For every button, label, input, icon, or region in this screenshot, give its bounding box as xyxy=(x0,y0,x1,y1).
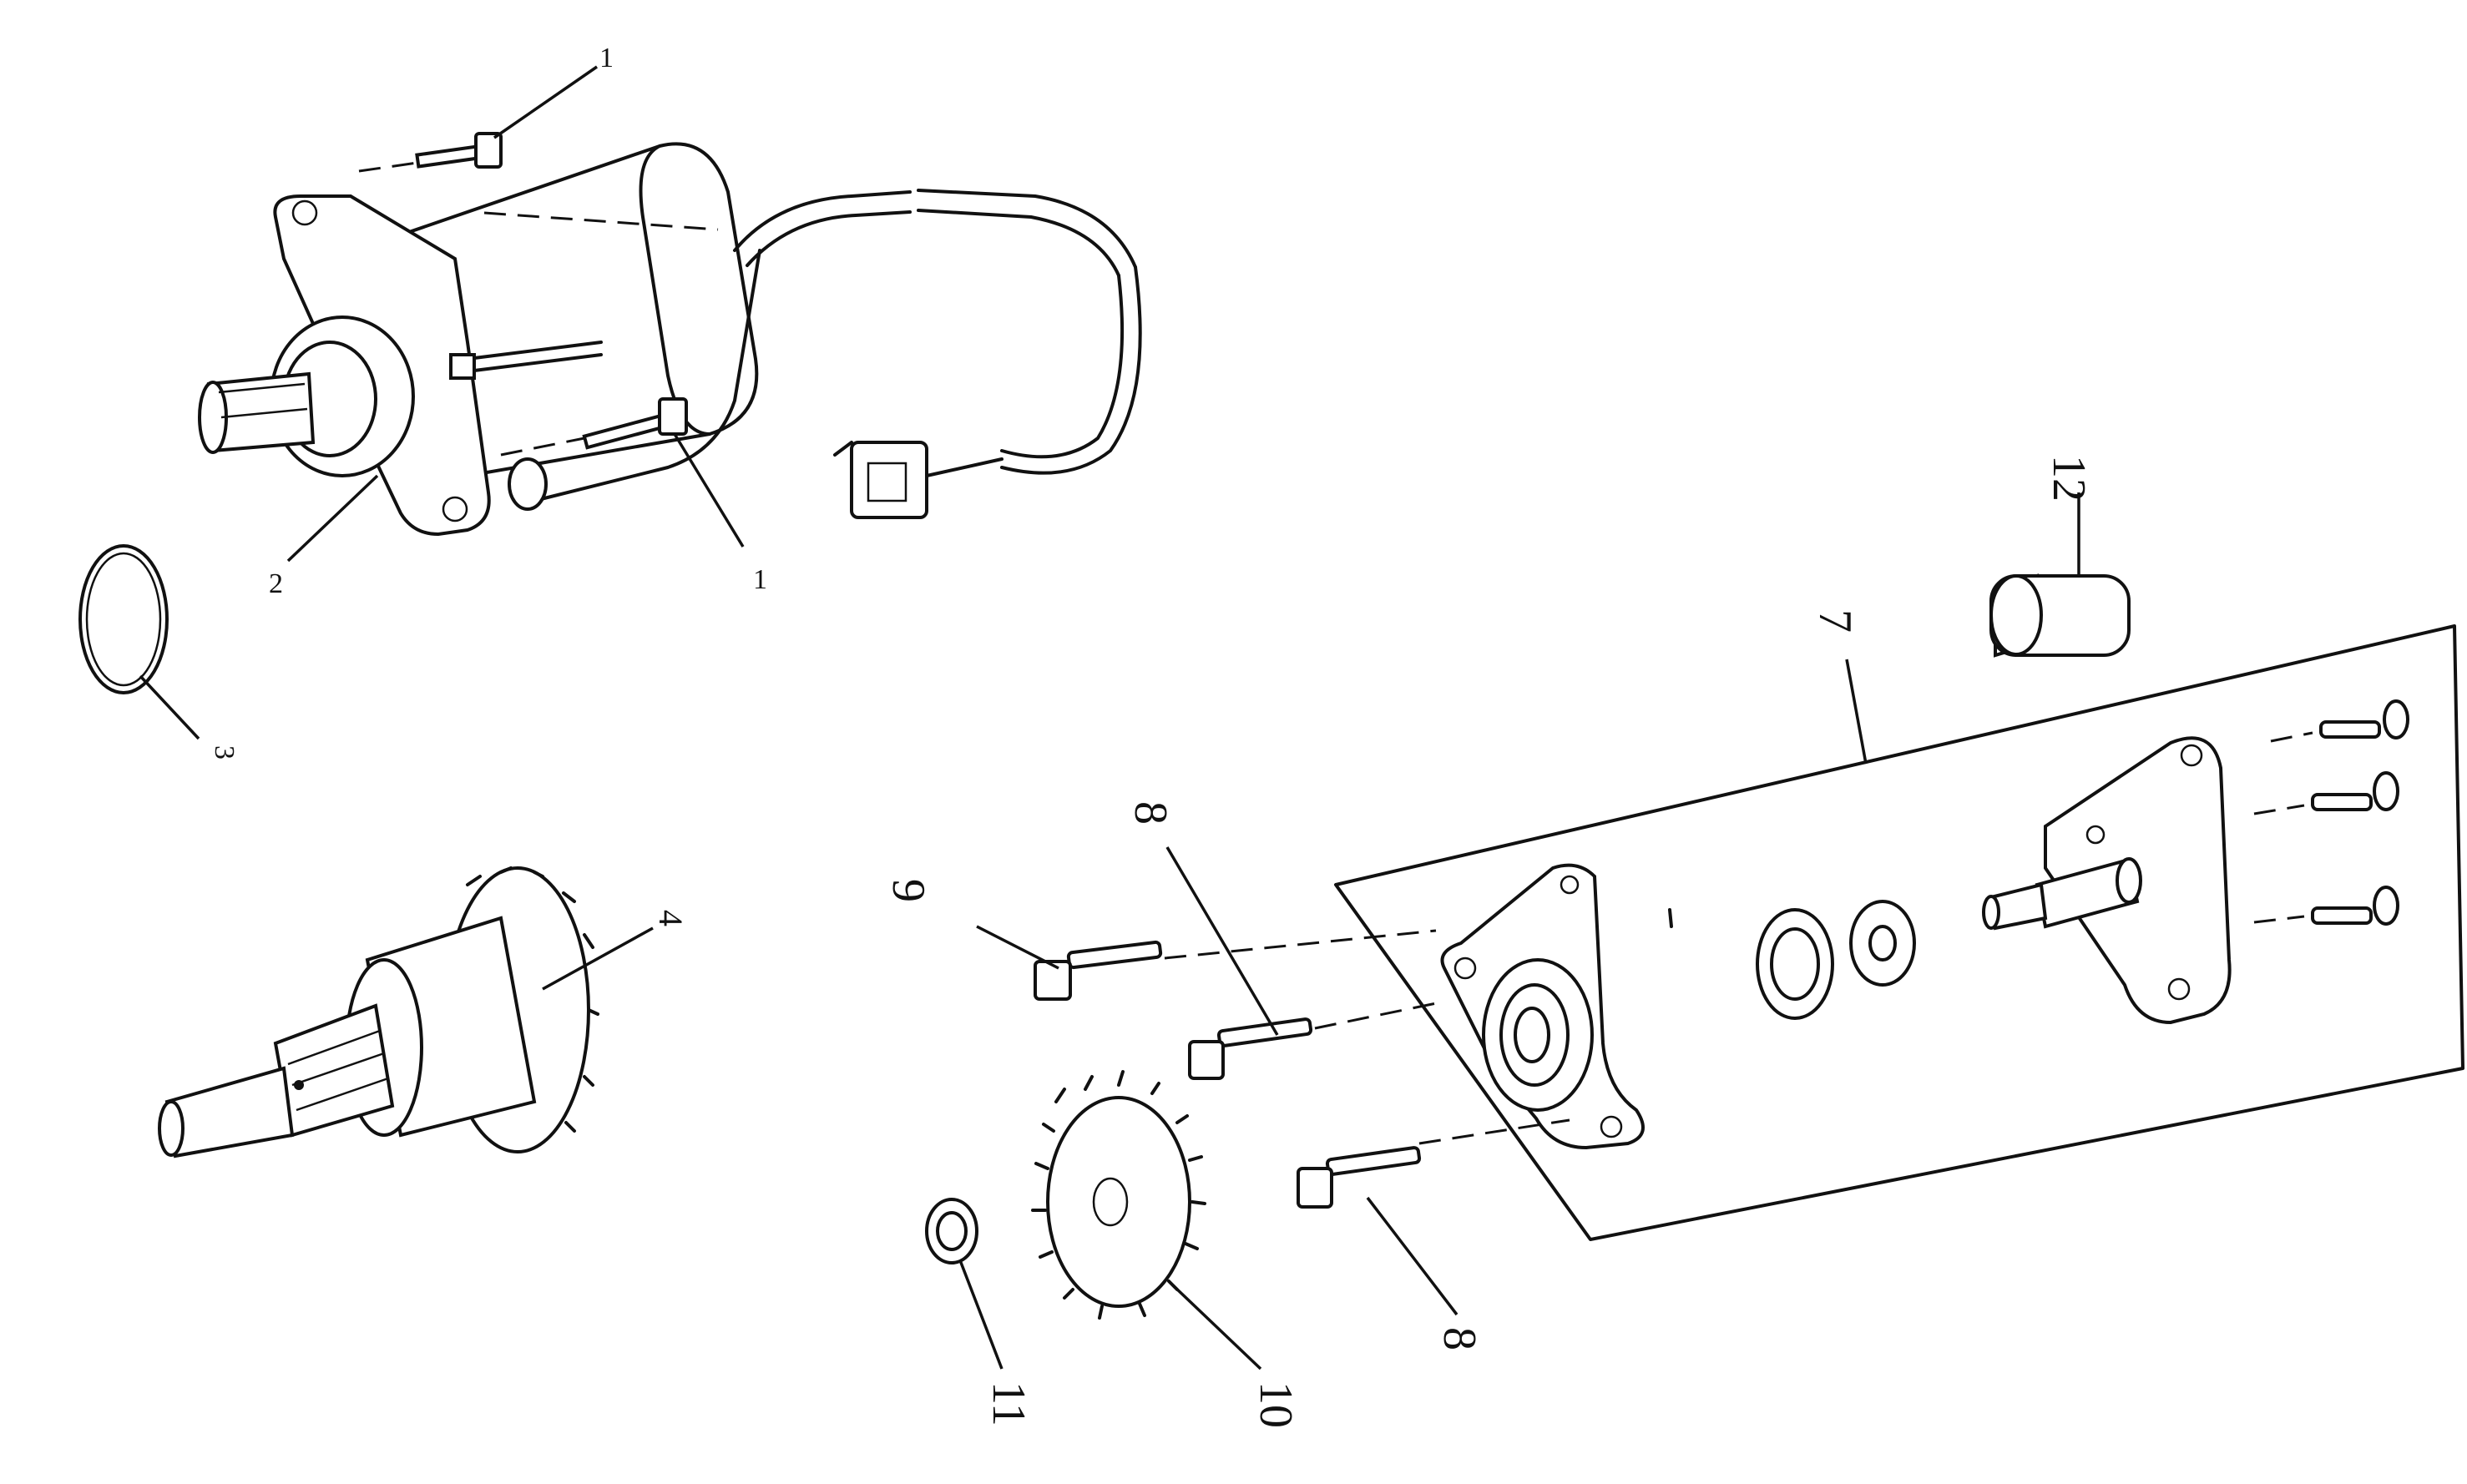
bolt-upper xyxy=(415,132,503,169)
bolt-lower xyxy=(582,397,688,450)
screw-mid-right xyxy=(2311,771,2399,811)
pump-rotor-inner xyxy=(1849,900,1916,987)
pump-rotor-outer xyxy=(1756,908,1834,1020)
callout-7: 7 xyxy=(1809,609,1861,633)
bushing xyxy=(1989,573,2131,658)
callout-11: 11 xyxy=(983,1381,1034,1426)
screw-bottom-right xyxy=(2311,886,2399,926)
callout-10: 10 xyxy=(1250,1381,1302,1428)
callout-8-upper: 8 xyxy=(1125,801,1176,825)
sprocket xyxy=(1031,1070,1206,1320)
starter-motor xyxy=(198,142,1142,537)
assembly-box xyxy=(1334,624,2464,1241)
bearing-plate xyxy=(1440,863,1673,1150)
bolt-9 xyxy=(1034,940,1163,1001)
callout-4: 4 xyxy=(652,910,690,926)
o-ring xyxy=(78,544,169,694)
callout-2: 2 xyxy=(269,568,283,599)
callout-1-upper: 1 xyxy=(599,43,614,73)
callout-3: 3 xyxy=(209,745,240,760)
callout-12: 12 xyxy=(2043,455,2095,502)
callout-9: 9 xyxy=(882,879,934,902)
cover-plate xyxy=(1982,736,2232,1025)
bolt-8-lower xyxy=(1297,1146,1422,1209)
screw-top-right xyxy=(2319,699,2409,739)
nut xyxy=(925,1198,978,1264)
bolt-8-upper xyxy=(1188,1017,1313,1080)
callout-8-lower: 8 xyxy=(1433,1327,1485,1350)
starter-drive-gear xyxy=(158,866,599,1158)
callout-1-lower: 1 xyxy=(753,564,767,595)
